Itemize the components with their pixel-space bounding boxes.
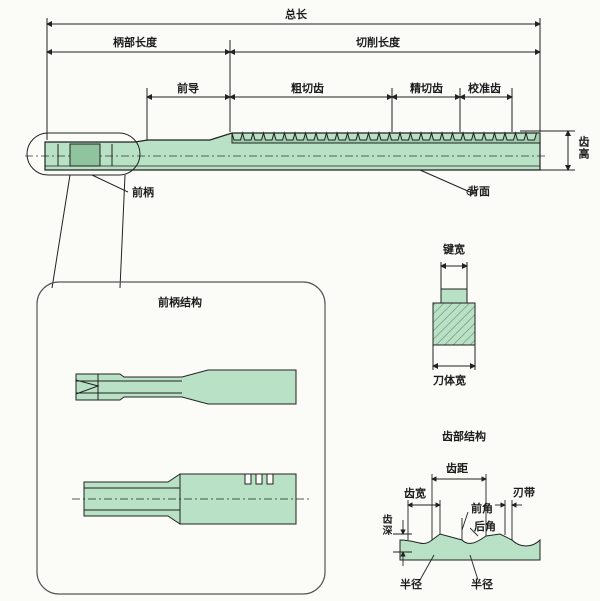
- front-shank-sketch-upper: [75, 369, 297, 405]
- label-cutting-length: 切削长度: [356, 36, 400, 49]
- front-shank-callout: [26, 132, 474, 289]
- label-total-length: 总长: [285, 8, 307, 21]
- label-calibrating-teeth: 校准齿: [468, 82, 501, 95]
- label-land: 刃带: [513, 486, 535, 499]
- broach-body: [25, 131, 548, 171]
- dimension-lines: [46, 18, 575, 171]
- label-tooth-structure: 齿部结构: [442, 430, 486, 443]
- front-shank-panel: [36, 281, 326, 595]
- label-key-width: 键宽: [443, 243, 465, 256]
- label-blade-width: 刀体宽: [433, 374, 466, 387]
- label-rake-angle: 前角: [471, 502, 493, 515]
- label-shank-length: 柄部长度: [113, 36, 157, 49]
- label-rough-teeth: 粗切齿: [291, 82, 324, 95]
- cross-section: [432, 262, 476, 370]
- label-tooth-height: 齿高: [577, 136, 590, 160]
- tooth-structure: [393, 474, 541, 581]
- front-shank-sketch-lower: [72, 473, 310, 525]
- label-radius-right: 半径: [471, 578, 493, 591]
- label-finish-teeth: 精切齿: [410, 82, 443, 95]
- label-tooth-depth: 齿深: [380, 514, 391, 536]
- label-front-shank: 前柄: [132, 186, 154, 199]
- label-front-guide: 前导: [177, 82, 199, 95]
- label-radius-left: 半径: [400, 578, 422, 591]
- label-relief-angle: 后角: [474, 520, 496, 533]
- label-front-shank-structure: 前柄结构: [158, 296, 202, 309]
- label-tooth-pitch: 齿距: [446, 462, 468, 475]
- label-back-face: 背面: [468, 185, 490, 198]
- label-tooth-width: 齿宽: [404, 487, 426, 500]
